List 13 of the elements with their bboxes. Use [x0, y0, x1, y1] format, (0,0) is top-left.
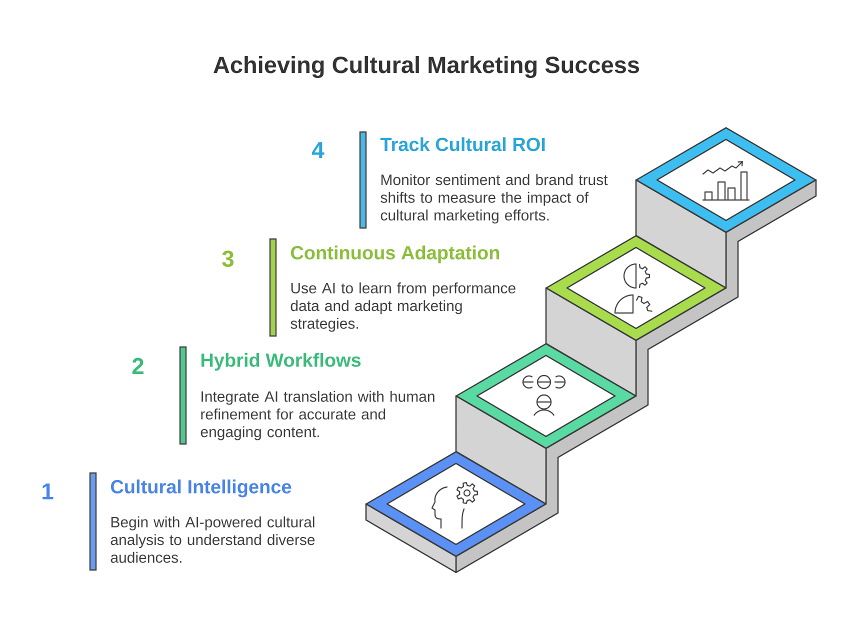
step-heading: Cultural Intelligence	[111, 480, 292, 498]
title: Achieving Cultural Marketing Success	[214, 56, 640, 78]
step-description: Monitor sentiment and brand trust shifts to measure the impact of cultural marketing efforts.	[380, 174, 608, 224]
step-number: 3	[222, 250, 234, 267]
step-number: 1	[42, 483, 54, 500]
step-number: 4	[312, 142, 324, 158]
step-heading: Track Cultural ROI	[380, 137, 545, 152]
step-heading: Continuous Adaptation	[290, 246, 500, 264]
step-heading: Hybrid Workflows	[201, 352, 361, 371]
step-description: Use AI to learn from performance data and adapt marketing strategies.	[290, 282, 516, 332]
step-number: 2	[132, 358, 144, 374]
step-description: Integrate AI translation with human refinement for accurate and engaging content.	[200, 390, 434, 440]
step-description: Begin with AI-powered cultural analysis to understand diverse audiences.	[110, 516, 315, 563]
